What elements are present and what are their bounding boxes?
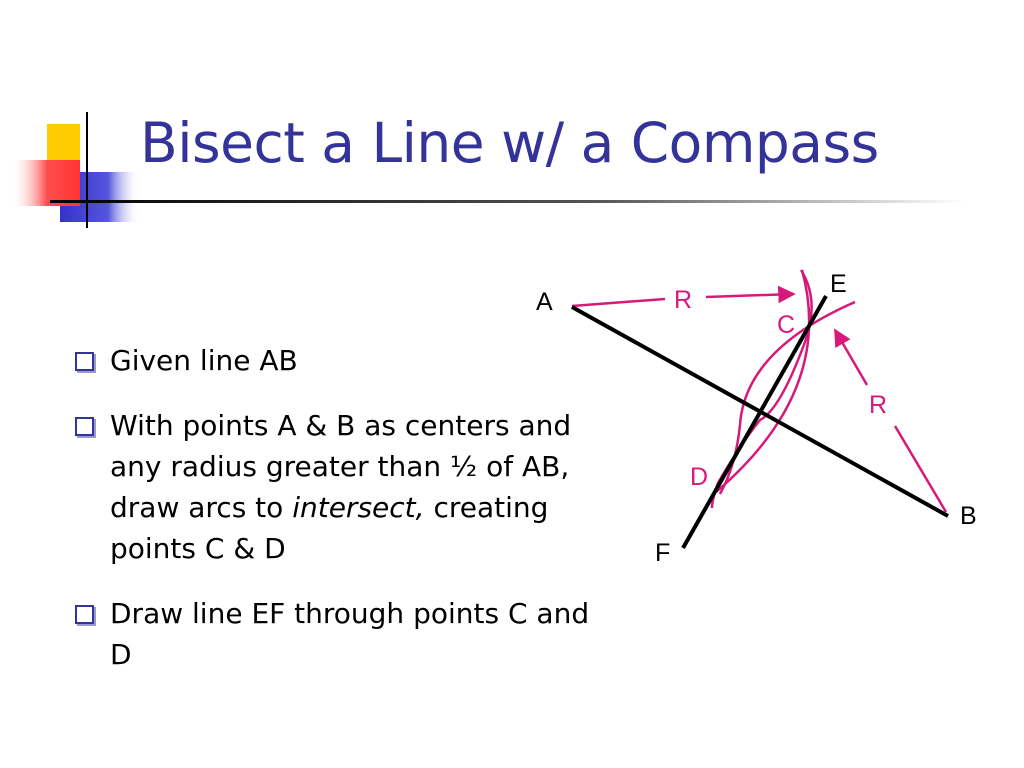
deco-red-square	[14, 160, 80, 206]
bullet-given-line: Given line AB	[72, 340, 592, 381]
label-a: A	[536, 288, 553, 316]
label-radius-a: R	[674, 286, 692, 314]
radius-line-b-lower	[893, 425, 948, 513]
bullet-text: Given line AB	[110, 344, 298, 377]
label-e: E	[830, 270, 847, 298]
bullet-text: Draw line EF through points C and D	[110, 597, 590, 671]
bullet-list: Given line AB With points A & B as cente…	[72, 340, 592, 675]
bullet-text: With points A & B as centers and any rad…	[110, 409, 572, 524]
checkbox-bullet-icon	[75, 417, 94, 436]
label-d: D	[690, 463, 708, 491]
checkbox-bullet-icon	[75, 352, 94, 371]
bullet-text-italic: intersect,	[292, 491, 425, 524]
checkbox-bullet-icon	[75, 605, 94, 624]
radius-line-b-upper	[833, 328, 869, 386]
label-b: B	[960, 502, 977, 530]
radius-line-a-left	[571, 297, 666, 308]
bullet-draw-line-ef: Draw line EF through points C and D	[72, 593, 592, 675]
line-ef	[681, 295, 828, 549]
title-underline	[50, 200, 965, 203]
bisector-diagram: A B E F C D R R	[536, 269, 977, 567]
label-c: C	[777, 311, 795, 339]
slide-title: Bisect a Line w/ a Compass	[140, 111, 879, 175]
arc-from-a-right	[715, 269, 811, 493]
bullet-text-continued: creating points C & D	[110, 491, 549, 565]
label-f: F	[655, 539, 670, 567]
label-radius-b: R	[869, 391, 887, 419]
radius-line-a-right	[705, 285, 796, 304]
bullet-draw-arcs: With points A & B as centers and any rad…	[72, 405, 592, 569]
